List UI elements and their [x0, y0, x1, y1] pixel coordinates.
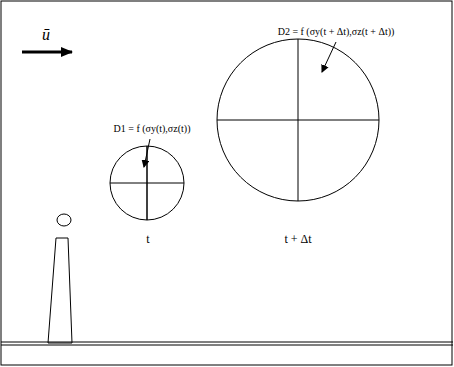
- wind-label: ū: [42, 26, 50, 44]
- puff-circle: [217, 39, 379, 201]
- wind-arrow: [22, 51, 72, 54]
- diameter-label: D2 = f (σy(t + Δt),σz(t + Δt)): [278, 26, 395, 37]
- leader-line: [144, 139, 150, 167]
- leader-line: [322, 42, 336, 72]
- ground-line: [1, 342, 453, 343]
- diameter-label: D1 = f (σy(t),σz(t)): [114, 123, 191, 134]
- puff-circle: [110, 146, 184, 220]
- time-label: t + Δt: [284, 233, 311, 246]
- axis-line: [217, 120, 379, 121]
- stack: [48, 238, 72, 343]
- axis-line: [110, 183, 184, 184]
- puff: [57, 214, 71, 226]
- ground-line: [1, 345, 453, 346]
- time-label: t: [146, 233, 149, 246]
